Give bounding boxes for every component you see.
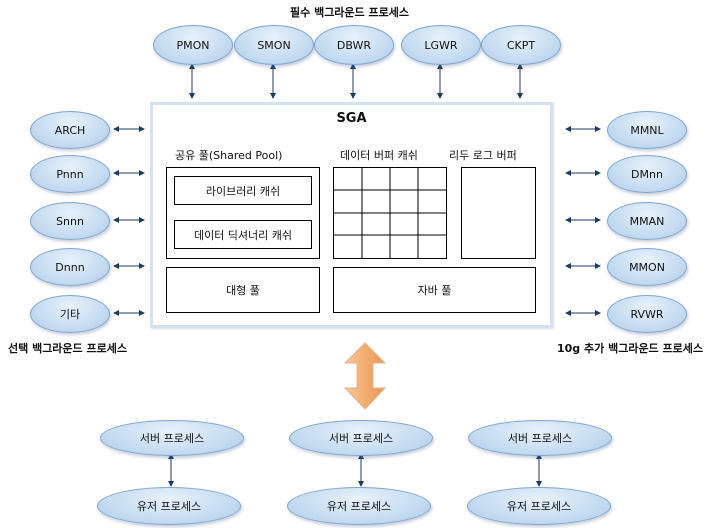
sga-container: SGA 공유 풀(Shared Pool) 라이브러리 캐쉬 데이터 딕셔너리 …: [150, 102, 553, 328]
sga-title: SGA: [336, 111, 367, 126]
large-pool-box: 대형 풀: [166, 267, 320, 313]
process-ckpt: CKPT: [481, 25, 561, 65]
optional-processes-title: 선택 백그라운드 프로세스: [8, 342, 127, 355]
added-10g-processes-title: 10g 추가 백그라운드 프로세스: [557, 342, 703, 355]
process-pmon: PMON: [153, 25, 233, 65]
shared-pool-label: 공유 풀(Shared Pool): [175, 149, 283, 162]
library-cache-box: 라이브러리 캐쉬: [174, 176, 312, 205]
server-process-1: 서버 프로세스: [100, 420, 244, 456]
process-smon: SMON: [234, 25, 314, 65]
dictionary-cache-box: 데이터 딕셔너리 캐쉬: [174, 220, 312, 249]
process-dmnn: DMnn: [607, 155, 687, 193]
java-pool-box: 자바 풀: [333, 267, 536, 313]
redo-log-buffer-box: [461, 167, 536, 259]
sga-server-double-arrow: [343, 342, 387, 410]
process-lgwr: LGWR: [401, 25, 481, 65]
redo-log-buffer-label: 리두 로그 버퍼: [449, 149, 517, 162]
process-mman: MMAN: [607, 202, 687, 240]
server-process-2: 서버 프로세스: [289, 420, 433, 456]
process-arch: ARCH: [30, 111, 110, 149]
process-snnn: Snnn: [30, 202, 110, 240]
required-processes-title: 필수 백그라운드 프로세스: [290, 6, 409, 19]
buffer-cache-label: 데이터 버퍼 캐쉬: [340, 149, 418, 162]
process-dbwr: DBWR: [314, 25, 394, 65]
user-process-3: 유저 프로세스: [467, 487, 611, 525]
process-etc: 기타: [30, 295, 110, 333]
user-process-1: 유저 프로세스: [97, 487, 241, 525]
user-process-2: 유저 프로세스: [287, 487, 431, 525]
server-process-3: 서버 프로세스: [468, 420, 612, 456]
process-rvwr: RVWR: [607, 295, 687, 333]
buffer-grid-lines: [334, 168, 446, 258]
process-mmnl: MMNL: [607, 111, 687, 149]
buffer-cache-grid: [333, 167, 447, 259]
process-pnnn: Pnnn: [30, 155, 110, 193]
process-dnnn: Dnnn: [30, 248, 110, 286]
process-mmon: MMON: [607, 248, 687, 286]
